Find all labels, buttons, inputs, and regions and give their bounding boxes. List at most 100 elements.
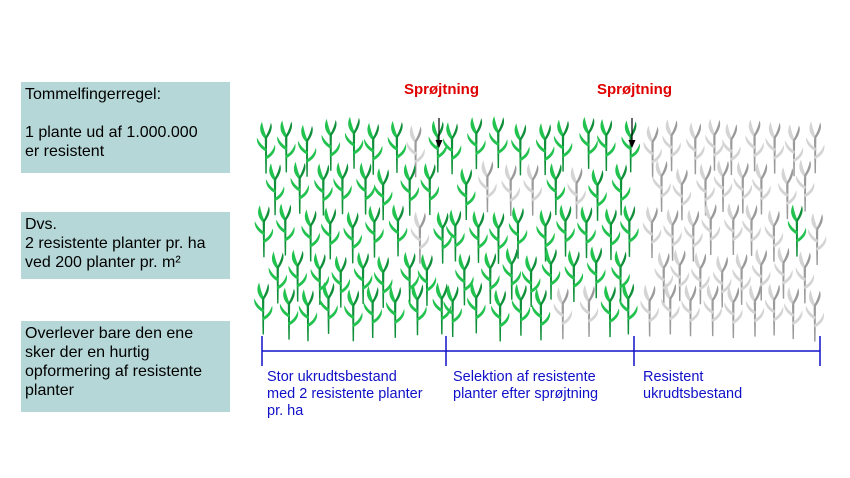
weed-plant (432, 282, 452, 335)
weed-plant (733, 161, 753, 214)
weed-plant (523, 163, 542, 216)
weed-plant (579, 284, 599, 337)
weed-plant (356, 162, 375, 215)
weed-plant (489, 211, 508, 264)
weed-plant (567, 166, 586, 219)
rule-of-thumb-box: Tommelfingerregel: 1 plante ud af 1.000.… (21, 82, 230, 173)
weed-plant (386, 285, 405, 338)
weed-plant (703, 284, 722, 337)
weed-plant (701, 203, 720, 256)
weed-plant (277, 120, 296, 173)
weed-plant (742, 203, 761, 256)
weed-plant (732, 252, 751, 305)
weed-plant (256, 121, 276, 174)
weed-plant (442, 122, 462, 175)
weed-plant (343, 211, 362, 264)
weed-plant (511, 123, 530, 176)
weed-plant (553, 119, 573, 172)
weed-plant (511, 283, 531, 336)
weed-plant (619, 282, 638, 335)
weed-plant (806, 121, 825, 174)
weed-plant (787, 204, 807, 257)
weed-plant (745, 284, 765, 337)
weed-plant (428, 120, 448, 173)
weed-plant (268, 251, 288, 304)
weed-plant (410, 211, 430, 264)
weed-plant (684, 209, 703, 262)
weed-plant (663, 208, 682, 261)
weed-plant (314, 163, 333, 216)
weed-plant (388, 204, 408, 257)
weed-plant (652, 159, 671, 212)
weed-plant (686, 122, 705, 175)
weed-plant (531, 288, 551, 341)
weed-plant (481, 251, 500, 304)
weed-plant (778, 167, 797, 220)
weed-plant (705, 118, 724, 171)
weed-plant (297, 124, 317, 177)
weed-plant (784, 287, 803, 340)
weed-plant (807, 212, 827, 265)
weed-plant (620, 204, 639, 257)
weed-plant (433, 211, 452, 264)
weed-plant (400, 163, 419, 216)
weed-plant (795, 159, 815, 212)
weed-plant (417, 253, 437, 306)
weed-plant (400, 251, 419, 304)
spray-label-2: Sprøjtning (597, 81, 672, 98)
weed-plant (344, 289, 363, 342)
weed-plant (365, 205, 384, 258)
weed-plant (722, 123, 741, 176)
weed-plant (588, 168, 607, 221)
rapid-multiplication-box: Overlever bare den ene sker der en hurti… (21, 321, 230, 412)
weed-plant (654, 251, 674, 304)
weed-plant (724, 203, 743, 256)
weed-plant (310, 252, 330, 305)
weed-plant (564, 250, 584, 303)
weed-plant (508, 206, 528, 259)
weed-plant (363, 285, 382, 338)
weed-plant (467, 117, 486, 170)
weed-plant (764, 209, 784, 262)
weed-plant (333, 162, 352, 215)
weed-plant (765, 121, 784, 174)
weed-plant (752, 248, 771, 301)
weed-plant (670, 249, 689, 302)
weed-plant (478, 160, 497, 213)
weed-plant (601, 208, 621, 261)
weed-plant (420, 163, 440, 216)
weed-plant (579, 116, 598, 169)
resistant-per-ha-box: Dvs. 2 resistente planter pr. ha ved 200… (21, 212, 230, 279)
weed-plant (535, 123, 555, 176)
weed-plant (298, 289, 318, 342)
weed-plant (643, 125, 662, 178)
weed-plant (672, 168, 692, 221)
weed-plant (353, 251, 373, 304)
stage-caption-2: Selektion af resistente planter efter sp… (453, 369, 599, 402)
weed-plant (621, 120, 640, 173)
weed-plant (254, 205, 274, 258)
weed-plant (587, 246, 606, 299)
weed-plant (541, 247, 561, 300)
spray-arrow-2 (628, 118, 636, 148)
weed-plant (331, 255, 351, 308)
weed-plant (713, 255, 732, 308)
weed-plant (713, 159, 733, 212)
weed-plant (745, 119, 764, 172)
weed-plant (321, 118, 341, 171)
weed-plant (752, 162, 771, 215)
weed-plant (290, 161, 309, 214)
weed-plant (502, 247, 521, 300)
weed-plant (469, 210, 488, 263)
weed-plant (387, 120, 407, 173)
weed-plant (661, 282, 680, 335)
weed-plant (408, 283, 427, 336)
weed-plant (265, 163, 285, 216)
weed-plant (662, 119, 681, 172)
weed-plant (611, 250, 630, 303)
weed-plant (443, 285, 462, 338)
weed-plant (805, 289, 825, 342)
spray-label-1: Sprøjtning (404, 81, 479, 98)
weed-plant (546, 163, 566, 216)
